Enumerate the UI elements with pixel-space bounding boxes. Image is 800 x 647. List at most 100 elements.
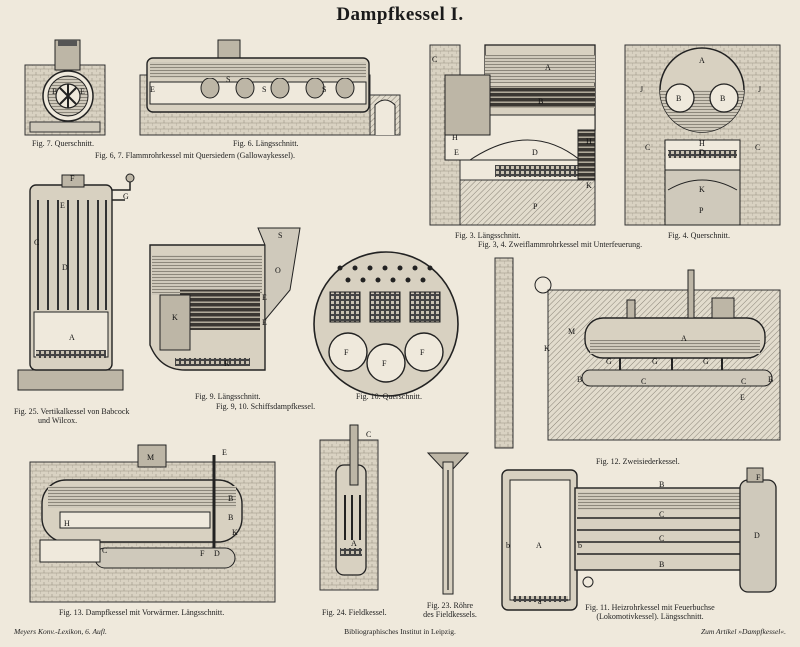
label-fig3-H2: H [586, 137, 592, 146]
label-fig13-F: F [200, 549, 205, 558]
label-fig11-a: a [538, 597, 542, 606]
label-fig6-S3: S [322, 85, 326, 94]
label-fig13-E: E [222, 448, 227, 457]
caption-fig12: Fig. 12. Zweisiederkessel. [596, 457, 680, 466]
label-fig12-K: K [544, 344, 550, 353]
label-fig3-A: A [545, 63, 551, 72]
caption-fig11-line1: Fig. 11. Heizrohrkessel mit Feuerbuchse [585, 603, 715, 612]
label-fig10-F3: F [420, 348, 425, 357]
caption-fig11-line2: (Lokomotivkessel). Längsschnitt. [596, 612, 704, 621]
label-fig12-A: A [681, 334, 687, 343]
label-fig12-M: M [568, 327, 575, 336]
caption-fig7: Fig. 7. Querschnitt. [32, 139, 94, 148]
caption-fig25-line2: und Wilcox. [38, 416, 78, 425]
label-fig9-S: S [278, 231, 282, 240]
caption-fig4: Fig. 4. Querschnitt. [668, 231, 730, 240]
label-fig11-C2: C [659, 534, 664, 543]
fig7-cross-section [24, 39, 106, 136]
label-fig4-A: A [699, 56, 705, 65]
label-fig9-E: E [262, 293, 267, 302]
label-fig3-C: C [432, 55, 437, 64]
label-fig11-B: B [659, 480, 664, 489]
label-fig4-D: D [699, 148, 705, 157]
label-fig4-C: C [645, 143, 650, 152]
label-fig4-B: B [676, 94, 681, 103]
fig13-boiler-with-preheater [29, 444, 276, 603]
caption-fig25-line1: Fig. 25. Vertikalkessel von Babcock [14, 407, 130, 416]
fig10-cross-section [313, 251, 459, 397]
label-fig11-D: D [754, 531, 760, 540]
label-fig25-C: C [34, 238, 39, 247]
label-fig3-D: D [532, 148, 538, 157]
caption-fig3-4: Fig. 3, 4. Zweiflammrohrkessel mit Unter… [478, 240, 643, 249]
label-fig9-K: K [172, 313, 178, 322]
label-fig11-b2: b [578, 541, 582, 550]
label-fig10-F: F [344, 348, 349, 357]
label-fig4-B2: B [720, 94, 725, 103]
caption-fig13: Fig. 13. Dampfkessel mit Vorwärmer. Läng… [59, 608, 225, 617]
fig11-locomotive-boiler [501, 467, 777, 611]
label-fig13-H: H [64, 519, 70, 528]
caption-fig9-10: Fig. 9, 10. Schiffsdampfkessel. [216, 402, 316, 411]
label-fig11-C: C [659, 510, 664, 519]
label-fig24-A: A [351, 539, 357, 548]
label-fig25-E: E [60, 201, 65, 210]
label-fig12-G: G [606, 357, 612, 366]
label-fig12-C: C [641, 377, 646, 386]
label-fig13-D: D [214, 549, 220, 558]
fig9-longitudinal-section [149, 227, 301, 371]
label-fig12-G2: G [652, 357, 658, 366]
fig3-longitudinal-section [429, 44, 596, 226]
label-fig4-C2: C [755, 143, 760, 152]
label-fig24-C: C [366, 430, 371, 439]
label-fig3-H: H [452, 133, 458, 142]
label-fig9-E2: E [262, 318, 267, 327]
label-fig11-B2: B [659, 560, 664, 569]
label-fig4-H: H [699, 139, 705, 148]
label-fig6-S: S [226, 75, 230, 84]
label-fig9-R: R [224, 359, 230, 368]
fig12-two-drum-boiler [494, 257, 781, 449]
label-fig4-P: P [699, 206, 704, 215]
footer-publisher-edition: Meyers Konv.-Lexikon, 6. Aufl. [14, 627, 107, 636]
label-fig3-B: B [538, 97, 543, 106]
label-fig11-A: A [536, 541, 542, 550]
label-fig12-G3: G [703, 357, 709, 366]
caption-fig6: Fig. 6. Längsschnitt. [233, 139, 299, 148]
fig23-field-tube [426, 452, 470, 595]
label-fig9-O: O [275, 266, 281, 275]
fig4-cross-section [624, 44, 781, 226]
label-fig12-B: B [577, 375, 582, 384]
label-fig13-B: B [228, 494, 233, 503]
caption-fig6-7: Fig. 6, 7. Flammrohrkessel mit Quersiede… [95, 151, 295, 160]
label-fig4-J: J [640, 85, 643, 94]
fig6-longitudinal-section [139, 39, 401, 136]
label-fig11-F: F [756, 473, 761, 482]
label-fig4-J2: J [758, 85, 761, 94]
caption-fig10: Fig. 10. Querschnitt. [356, 392, 422, 401]
label-fig7-E: E [80, 87, 85, 96]
label-fig13-B2: B [228, 513, 233, 522]
label-fig25-G: G [123, 192, 129, 201]
caption-fig23-line1: Fig. 23. Röhre [426, 601, 474, 610]
label-fig11-b: b [506, 541, 510, 550]
label-fig10-F2: F [382, 359, 387, 368]
label-fig3-P: P [533, 202, 538, 211]
footer-article-reference: Zum Artikel »Dampfkessel«. [700, 627, 786, 636]
footer-institute: Bibliographisches Institut in Leipzig. [344, 627, 456, 636]
fig24-field-boiler [319, 424, 379, 591]
label-fig25-F: F [70, 174, 75, 183]
diagram-labels: B E E S S S C A B H E D H K P A B B J J … [34, 55, 773, 606]
label-fig13-C: C [102, 546, 107, 555]
label-fig6-S2: S [262, 85, 266, 94]
label-fig13-K: K [232, 528, 238, 537]
label-fig12-C2: C [741, 377, 746, 386]
caption-fig24: Fig. 24. Fieldkessel. [322, 608, 387, 617]
label-fig7-B: B [52, 87, 57, 96]
label-fig12-E: E [740, 393, 745, 402]
label-fig3-K: K [586, 181, 592, 190]
plate-title: Dampfkessel I. [336, 4, 464, 25]
label-fig3-E: E [454, 148, 459, 157]
label-fig6-E: E [150, 85, 155, 94]
